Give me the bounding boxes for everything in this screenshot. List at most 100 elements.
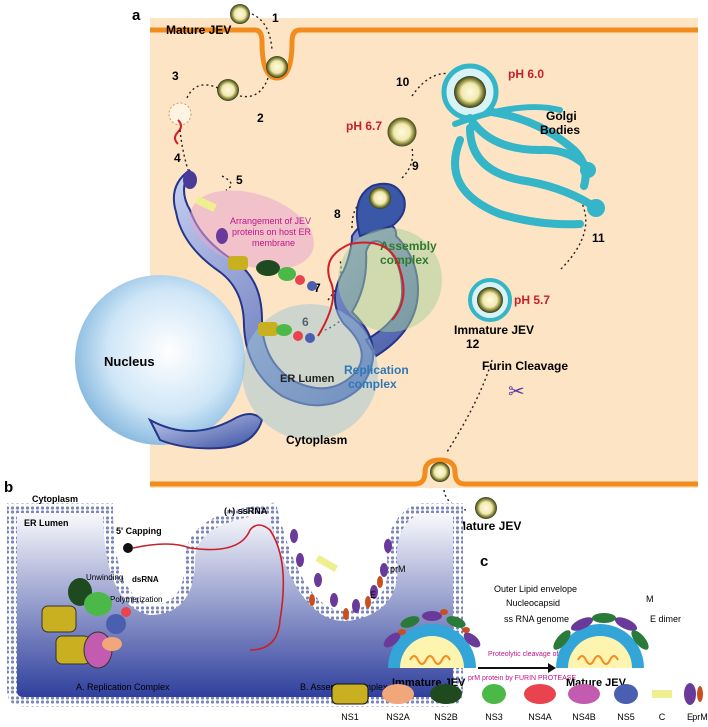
legend-swatch-prm (697, 686, 703, 702)
step-7: 7 (314, 281, 321, 295)
assembly-complex-region (338, 228, 442, 332)
capping-label: 5' Capping (116, 526, 162, 536)
panel-b: b Cytoplasm ER Lumen 5' Capping (+) ssRN… (4, 479, 463, 707)
replication-complex-region (242, 304, 378, 440)
mature-spikes (553, 613, 649, 650)
viral-rna-strand (317, 241, 405, 337)
plasma-membrane-bottom (150, 457, 698, 487)
mature-virion-core (568, 636, 632, 668)
legend-swatch-c (652, 690, 672, 698)
dsrna-label: dsRNA (132, 575, 159, 584)
panel-b-letter: b (4, 479, 13, 496)
legend-label-e: E (687, 712, 693, 722)
panel-a: a Mature JEV 1 2 3 4 5 6 7 8 9 10 11 12 … (75, 4, 698, 533)
cleavage-label-2: prM protein by FURIN PROTEASE (468, 675, 576, 682)
mature-jev-bottom-label: Mature JEV (456, 519, 521, 533)
e-label: E (370, 590, 376, 600)
step-3: 3 (172, 69, 179, 83)
nucleus (75, 275, 245, 445)
er-budding-vesicle (356, 182, 406, 238)
unwinding-label: Unwinding (86, 573, 123, 582)
legend-label-ns1: NS1 (341, 712, 359, 722)
step-5: 5 (236, 173, 243, 187)
er-lumen-label-b: ER Lumen (24, 518, 69, 528)
virion-exiting (430, 462, 450, 482)
m-label: M (646, 594, 654, 604)
legend-label-prm: prM (692, 712, 708, 722)
step-8: 8 (334, 207, 341, 221)
ph-67-label: pH 6.7 (346, 119, 382, 133)
replication-label-1: Replication (344, 363, 409, 377)
legend-label-ns2a: NS2A (386, 712, 410, 722)
ssrna-label: (+) ssRNA (224, 506, 268, 516)
prm-label: prM (390, 564, 406, 574)
er-lumen-area (12, 508, 458, 702)
step-9: 9 (412, 159, 419, 173)
immature-virion-core (400, 636, 464, 668)
e-dimer-label: E dimer (650, 614, 681, 624)
virion-transit (386, 116, 418, 148)
cytoplasm-label-b: Cytoplasm (32, 494, 78, 504)
immature-jev-core (477, 287, 503, 313)
polymerization-label: Polymerization (110, 595, 162, 604)
cleavage-label-1: Proteolytic cleavage of (488, 651, 558, 658)
ssrna-strand (132, 524, 285, 651)
legend-label-ns3: NS3 (485, 712, 503, 722)
legend-label-ns4b: NS4B (572, 712, 596, 722)
pathway-arrows (179, 13, 587, 511)
arrangement-line-2: proteins on host ER (232, 227, 312, 237)
furin-cleavage-label: Furin Cleavage (482, 359, 568, 373)
virion-endocytosed (266, 56, 288, 78)
panel-c: c prM E M E dimer Outer Lipid envelope N… (370, 553, 681, 689)
protein-arrangement-region (190, 190, 314, 270)
legend-swatch-ns2a (382, 684, 414, 704)
step-12: 12 (466, 337, 480, 351)
legend-label-ns4a: NS4A (528, 712, 552, 722)
replication-complex-proteins (41, 578, 131, 669)
nucleus-label: Nucleus (104, 354, 155, 369)
golgi-virion (454, 76, 486, 108)
nucleocapsid-label: Nucleocapsid (506, 598, 560, 608)
legend-swatch-ns2b (430, 684, 462, 704)
scissors-icon: ✂ (508, 381, 525, 403)
cytoplasm-label-a: Cytoplasm (286, 433, 347, 447)
replication-label-2: complex (348, 377, 397, 391)
legend-label-ns2b: NS2B (434, 712, 458, 722)
golgi-label-1: Golgi (546, 109, 577, 123)
arrangement-line-1: Arrangement of JEV (230, 216, 311, 226)
step-4: 4 (174, 151, 181, 165)
legend-swatch-ns5 (614, 684, 638, 704)
step-10: 10 (396, 75, 410, 89)
er-lumen-label: ER Lumen (280, 373, 335, 385)
outer-lipid-label: Outer Lipid envelope (494, 584, 577, 594)
immature-jev-label: Immature JEV (454, 323, 534, 337)
legend-label-ns5: NS5 (617, 712, 635, 722)
step-1: 1 (272, 11, 279, 25)
legend-swatch-ns4b (568, 684, 600, 704)
ph-57-label: pH 5.7 (514, 293, 550, 307)
cap-structure (123, 543, 133, 553)
golgi-label-2: Bodies (540, 123, 580, 137)
virion-released (475, 497, 497, 519)
step-2: 2 (257, 111, 264, 125)
legend-swatch-ns3 (482, 684, 506, 704)
virion-endosome (217, 79, 239, 101)
panel-a-letter: a (132, 7, 141, 24)
cleavage-arrowhead (548, 663, 556, 673)
arrangement-line-3: membrane (252, 238, 295, 248)
mature-jev-top-label: Mature JEV (166, 23, 231, 37)
er-protein-cluster (183, 171, 317, 343)
legend-swatch-ns1 (331, 683, 369, 705)
legend-label-c: C (659, 712, 666, 722)
panel-c-letter: c (480, 553, 488, 570)
step-11: 11 (592, 231, 605, 245)
genome-label: ss RNA genome (504, 614, 569, 624)
assembly-complex-proteins (290, 529, 392, 620)
rna-release (174, 119, 182, 145)
mature-rna (577, 655, 619, 665)
legend-swatch-e (684, 683, 696, 705)
ph-60-label: pH 6.0 (508, 67, 544, 81)
assembly-label-2: complex (380, 253, 429, 267)
